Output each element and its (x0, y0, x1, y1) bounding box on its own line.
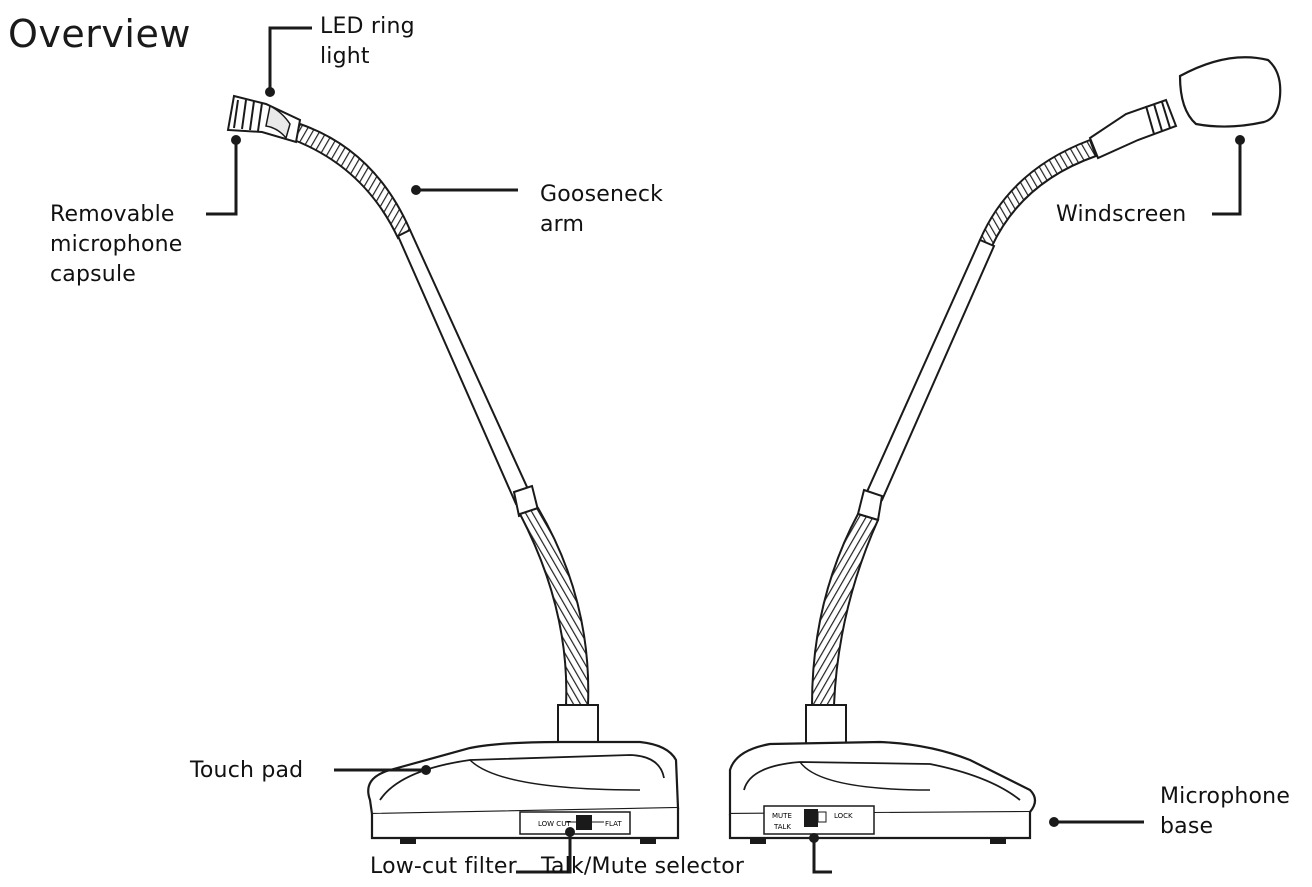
right-microphone: MUTE LOCK TALK (728, 56, 1282, 844)
label-microphone-base: Microphone base (1160, 784, 1291, 839)
leader-lines (206, 26, 1245, 874)
label-led-ring-light: LED ring light (320, 14, 415, 69)
left-tube (396, 228, 534, 506)
right-gooseneck-upper (978, 138, 1098, 248)
right-gooseneck-lower (810, 512, 880, 706)
switch-label-talk: TALK (773, 823, 791, 831)
label-removable-capsule: Removable microphone capsule (50, 202, 183, 287)
right-capsule (1088, 98, 1178, 160)
left-collar (557, 704, 599, 746)
left-capsule (226, 94, 302, 144)
low-cut-switch-panel (519, 811, 631, 835)
windscreen-shape (1178, 56, 1282, 128)
left-microphone: LOW CUT FLAT (226, 94, 680, 844)
right-base: MUTE LOCK TALK (728, 740, 1037, 844)
switch-label-flat: FLAT (605, 820, 622, 828)
label-touch-pad: Touch pad (190, 758, 304, 783)
right-tube (864, 238, 996, 502)
switch-label-low-cut: LOW CUT (538, 820, 571, 828)
label-talk-mute-selector: Talk/Mute selector (541, 854, 745, 879)
switch-label-mute: MUTE (772, 812, 792, 820)
label-gooseneck-arm: Gooseneck arm (540, 182, 664, 237)
left-base: LOW CUT FLAT (367, 740, 680, 844)
switch-label-lock: LOCK (834, 812, 853, 820)
right-collar (805, 704, 847, 746)
label-windscreen: Windscreen (1056, 202, 1187, 227)
label-low-cut-filter: Low-cut filter (370, 854, 517, 879)
left-gooseneck-upper (292, 122, 412, 240)
page-title: Overview (8, 12, 191, 56)
left-gooseneck-lower (518, 506, 590, 706)
